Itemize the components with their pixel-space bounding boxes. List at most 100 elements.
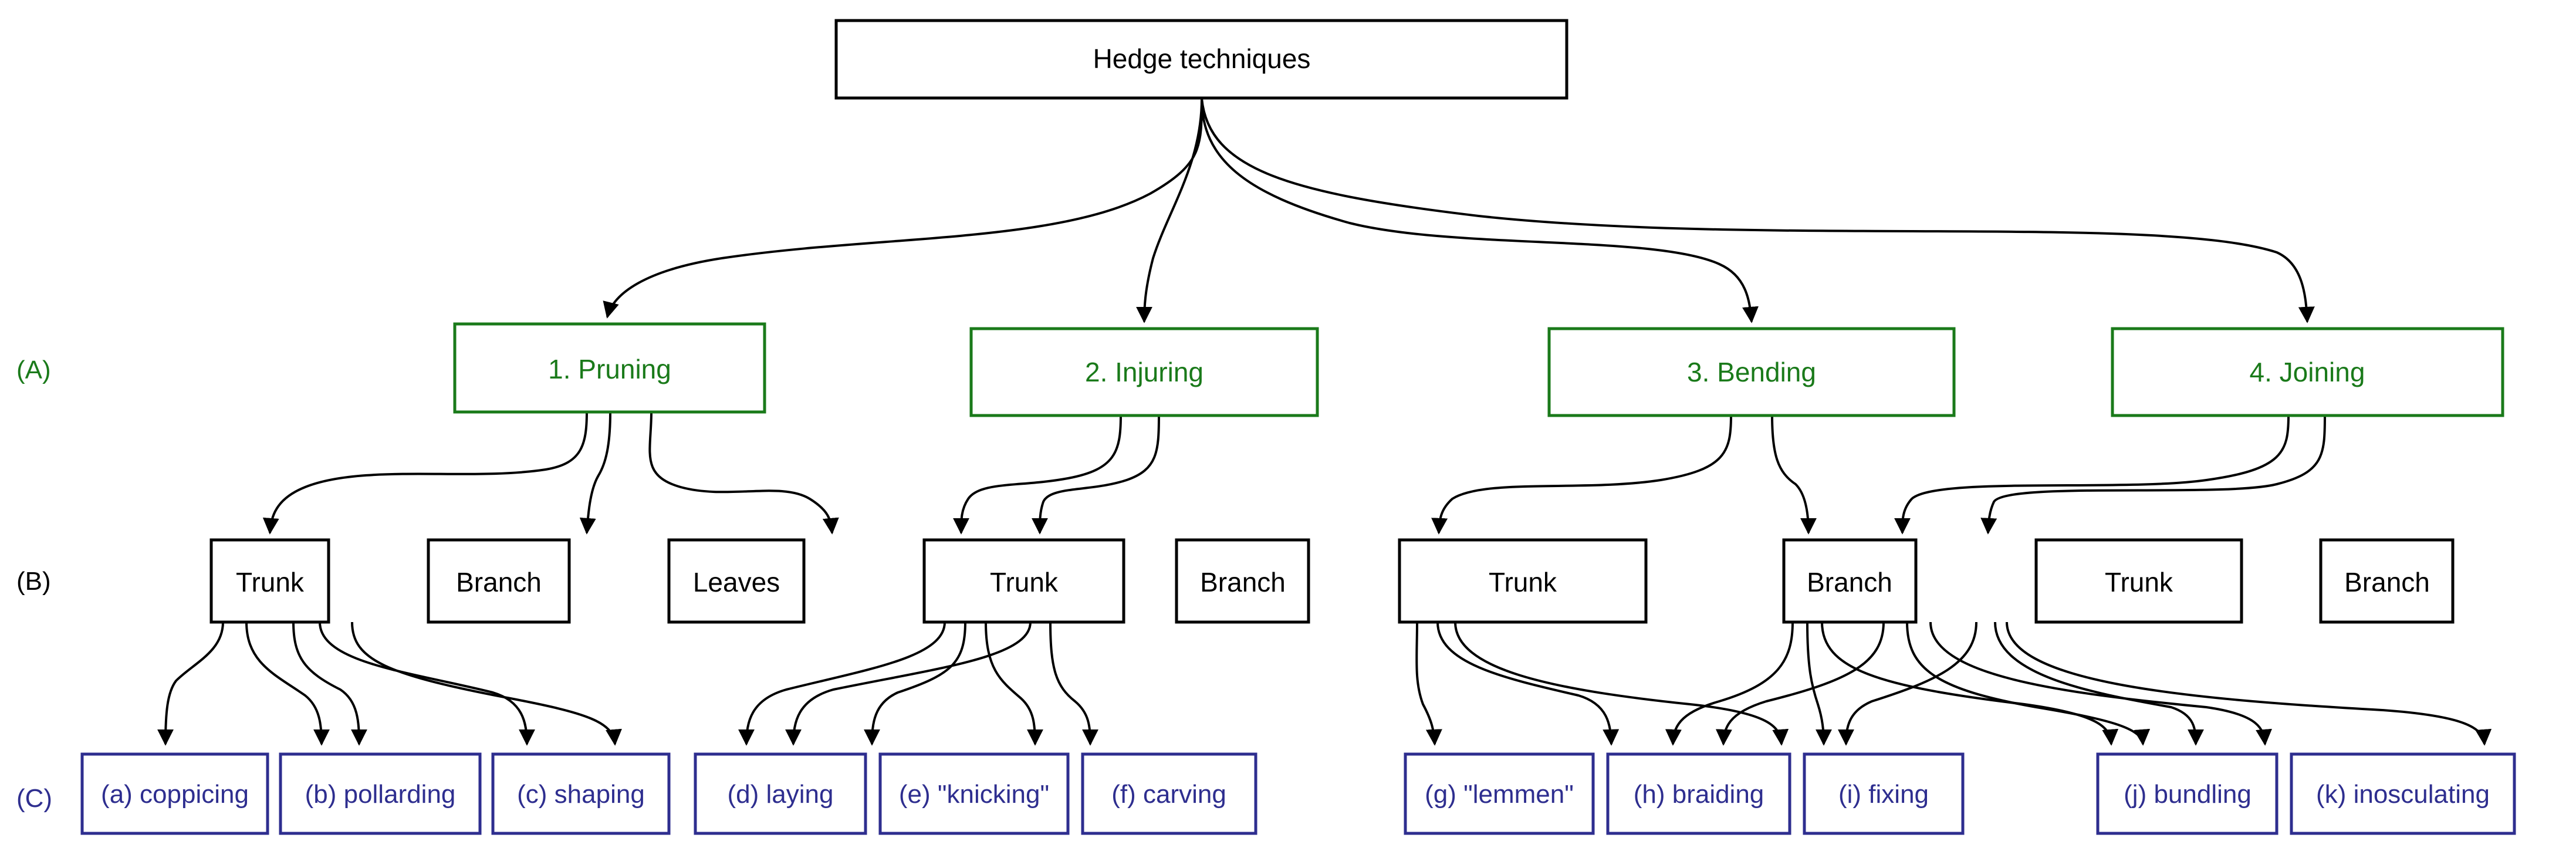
node-branch-pruning[interactable]: Branch (427, 538, 571, 624)
trunk2-label: Trunk (990, 567, 1059, 597)
edge-pruning-branch (579, 411, 611, 535)
bending-box (1547, 327, 1956, 417)
branch2-box (1175, 538, 1310, 624)
edge-branch2-laying (785, 621, 1032, 746)
injuring-box (969, 327, 1319, 417)
root-box (834, 19, 1568, 100)
edge-branch4-fixing (1838, 621, 1977, 746)
edge-root-pruning (603, 98, 1203, 319)
node-trunk-bending[interactable]: Trunk (1398, 538, 1648, 624)
edge-pruning-trunk (262, 411, 588, 535)
edge-trunk4-inosculating (1929, 621, 2273, 746)
node-pollarding[interactable]: (b) pollarding (279, 752, 482, 835)
edge-branch3-bundling (1821, 621, 2119, 746)
pollarding-box (279, 752, 482, 835)
coppicing-label: (a) coppicing (101, 780, 249, 809)
branch1-box (427, 538, 571, 624)
node-branch-joining[interactable]: Branch (2319, 538, 2455, 624)
edge-trunk2-knicking (864, 621, 966, 746)
node-bending[interactable]: 3. Bending (1547, 327, 1956, 417)
lemmen-label: (g) "lemmen" (1425, 780, 1574, 809)
fixing-label: (i) fixing (1838, 780, 1929, 809)
node-braiding[interactable]: (h) braiding (1606, 752, 1791, 835)
edge-root-bending (1201, 98, 1759, 323)
shaping-label: (c) shaping (517, 780, 645, 809)
fixing-box (1803, 752, 1965, 835)
node-bundling[interactable]: (j) bundling (2096, 752, 2278, 835)
trunk1-box (209, 538, 330, 624)
node-inosculating[interactable]: (k) inosculating (2290, 752, 2516, 835)
branch2-label: Branch (1200, 567, 1286, 597)
trunk3-box (1398, 538, 1648, 624)
node-shaping[interactable]: (c) shaping (491, 752, 671, 835)
node-hedge-techniques[interactable]: Hedge techniques (834, 19, 1568, 100)
knicking-label: (e) "knicking" (899, 780, 1049, 809)
edge-trunk3-fixing (1454, 621, 1789, 746)
node-lemmen[interactable]: (g) "lemmen" (1404, 752, 1595, 835)
node-laying[interactable]: (d) laying (694, 752, 867, 835)
edge-joining-trunk (1894, 415, 2290, 535)
coppicing-box (80, 752, 269, 835)
node-branch-bending[interactable]: Branch (1782, 538, 1918, 624)
bundling-box (2096, 752, 2278, 835)
edge-trunk2-laying (738, 621, 946, 746)
joining-label: 4. Joining (2250, 357, 2365, 387)
edge-branch1-shaping (319, 621, 535, 746)
edge-bending-branch (1771, 415, 1817, 535)
node-trunk-joining[interactable]: Trunk (2034, 538, 2243, 624)
node-leaves-pruning[interactable]: Leaves (667, 538, 806, 624)
edge-trunk1-pollarding (245, 621, 330, 746)
trunk2-box (922, 538, 1125, 624)
branch4-box (2319, 538, 2455, 624)
row-label-c: (C) (16, 784, 52, 813)
pruning-label: 1. Pruning (548, 354, 671, 384)
pollarding-label: (b) pollarding (305, 780, 456, 809)
edge-trunk4-bundling (1906, 621, 2151, 746)
edge-trunk1-coppicing (157, 621, 224, 746)
joining-box (2111, 327, 2504, 417)
carving-label: (f) carving (1111, 780, 1226, 809)
node-branch-injuring[interactable]: Branch (1175, 538, 1310, 624)
braiding-box (1606, 752, 1791, 835)
edge-root-joining (1201, 98, 2315, 323)
node-injuring[interactable]: 2. Injuring (969, 327, 1319, 417)
inosculating-label: (k) inosculating (2316, 780, 2490, 809)
edge-branch4-bundling (1994, 621, 2204, 746)
edge-trunk3-lemmen (1415, 621, 1442, 746)
branch3-label: Branch (1807, 567, 1892, 597)
row-label-a: (A) (16, 356, 51, 384)
node-joining[interactable]: 4. Joining (2111, 327, 2504, 417)
edges-root-to-level-a (603, 98, 2315, 323)
edge-branch3-fixing (1806, 621, 1832, 746)
node-carving[interactable]: (f) carving (1081, 752, 1257, 835)
leaves-box (667, 538, 806, 624)
edge-leaves-shaping (351, 621, 622, 746)
leaves-label: Leaves (693, 567, 780, 597)
carving-box (1081, 752, 1257, 835)
root-label: Hedge techniques (1093, 43, 1311, 74)
trunk4-label: Trunk (2105, 567, 2173, 597)
node-fixing[interactable]: (i) fixing (1803, 752, 1965, 835)
node-trunk-injuring[interactable]: Trunk (922, 538, 1125, 624)
edge-branch1-pollarding (292, 621, 367, 746)
edge-trunk2-carving (985, 621, 1043, 746)
edge-pruning-leaves (648, 411, 839, 535)
inosculating-box (2290, 752, 2516, 835)
node-pruning[interactable]: 1. Pruning (453, 322, 766, 414)
node-trunk-pruning[interactable]: Trunk (209, 538, 330, 624)
braiding-label: (h) braiding (1634, 780, 1764, 809)
branch3-box (1782, 538, 1918, 624)
injuring-label: 2. Injuring (1085, 357, 1204, 387)
node-coppicing[interactable]: (a) coppicing (80, 752, 269, 835)
edge-trunk3-braiding (1436, 621, 1620, 746)
laying-box (694, 752, 867, 835)
edge-branch4-inosculating (2006, 621, 2492, 746)
edge-branch2-carving (1049, 621, 1098, 746)
lemmen-box (1404, 752, 1595, 835)
knicking-box (878, 752, 1070, 835)
pruning-box (453, 322, 766, 414)
edge-branch3-braiding (1665, 621, 1794, 746)
node-knicking[interactable]: (e) "knicking" (878, 752, 1070, 835)
